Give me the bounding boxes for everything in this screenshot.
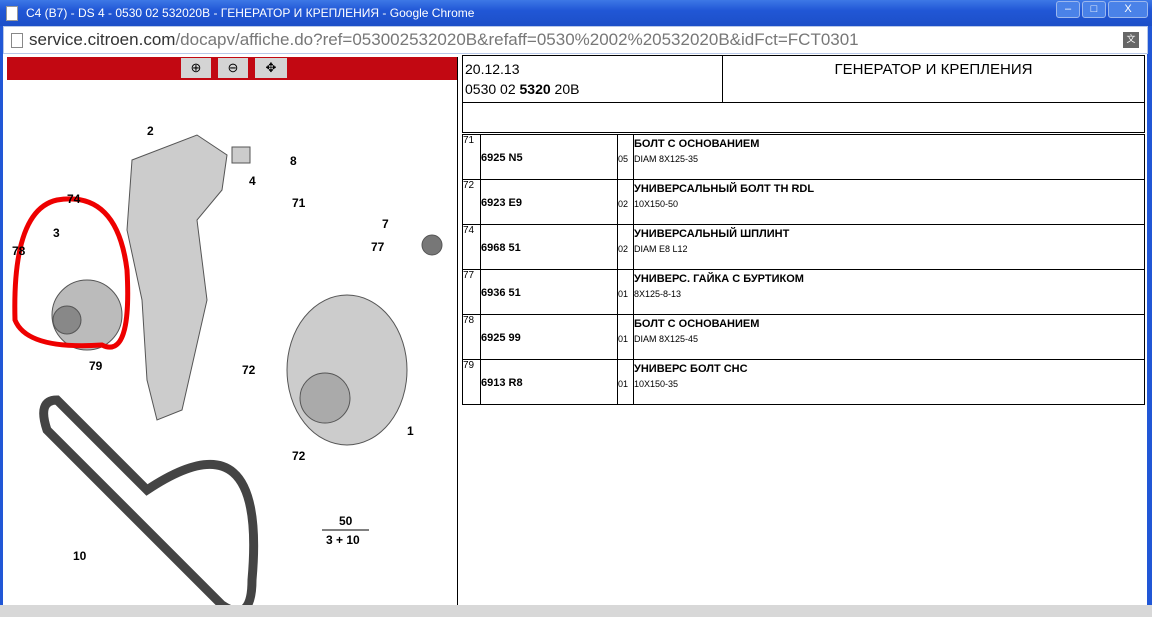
url-host: service.citroen.com — [29, 30, 176, 49]
callout-labels: 2 8 4 71 74 3 78 79 7 77 71 72 72 1 10 5… — [12, 124, 414, 563]
part-name: БОЛТ С ОСНОВАНИЕМ — [634, 318, 760, 330]
part-qty: 01 — [617, 314, 634, 360]
page-icon — [6, 5, 18, 21]
diagram-toolbar: ⊕ ⊖ ✥ — [7, 57, 457, 80]
parts-diagram: 2 8 4 71 74 3 78 79 7 77 71 72 72 1 10 5… — [12, 124, 443, 616]
part-qty: 02 — [617, 179, 634, 225]
table-row[interactable]: 74 6968 51 02 УНИВЕРСАЛЬНЫЙ ШПЛИНТ DIAM E… — [462, 224, 1145, 270]
callout: 8 — [290, 154, 297, 168]
part-spec: DIAM 8X125-45 — [634, 334, 699, 344]
callout: 71 — [292, 196, 306, 210]
cap — [421, 234, 443, 256]
callout: 10 — [73, 549, 87, 563]
part-description: БОЛТ С ОСНОВАНИЕМ DIAM 8X125-45 — [633, 314, 1145, 360]
part-description: УНИВЕРСАЛЬНЫЙ ШПЛИНТ DIAM E8 L12 — [633, 224, 1145, 270]
part-name: БОЛТ С ОСНОВАНИЕМ — [634, 138, 760, 150]
callout: 77 — [371, 240, 385, 254]
callout: 4 — [249, 174, 256, 188]
part-ref: 6913 R8 — [480, 359, 618, 405]
spacer — [231, 146, 251, 164]
red-circle-annotation — [12, 196, 131, 350]
part-number: 74 — [462, 224, 481, 270]
part-spec: 10X150-50 — [634, 199, 679, 209]
parts-panel: 20.12.13 0530 02 5320 20B ГЕНЕРАТОР И КР… — [462, 55, 1145, 405]
part-spec: 8X125-8-13 — [634, 289, 682, 299]
callout: 72 — [242, 363, 256, 377]
part-ref: 6925 99 — [480, 314, 618, 360]
bracket — [126, 134, 228, 421]
part-description: УНИВЕРС. ГАЙКА С БУРТИКОМ 8X125-8-13 — [633, 269, 1145, 315]
table-row[interactable]: 77 6936 51 01 УНИВЕРС. ГАЙКА С БУРТИКОМ 8… — [462, 269, 1145, 315]
zoom-in-button[interactable]: ⊕ — [181, 58, 211, 78]
header-table: 20.12.13 0530 02 5320 20B ГЕНЕРАТОР И КР… — [462, 55, 1145, 133]
part-description: БОЛТ С ОСНОВАНИЕМ DIAM 8X125-35 — [633, 134, 1145, 180]
callout: 72 — [292, 449, 306, 463]
part-description: УНИВЕРС БОЛТ CHC 10X150-35 — [633, 359, 1145, 405]
part-description: УНИВЕРСАЛЬНЫЙ БОЛТ TH RDL 10X150-50 — [633, 179, 1145, 225]
callout: 2 — [147, 124, 154, 138]
table-row[interactable]: 78 6925 99 01 БОЛТ С ОСНОВАНИЕМ DIAM 8X12… — [462, 314, 1145, 360]
maximize-button[interactable]: □ — [1082, 1, 1106, 18]
footnote-bottom: 3 + 10 — [326, 533, 360, 547]
page-icon — [11, 32, 23, 48]
part-spec: DIAM E8 L12 — [634, 244, 688, 254]
part-qty: 05 — [617, 134, 634, 180]
drive-belt — [39, 395, 259, 616]
table-row[interactable]: 72 6923 E9 02 УНИВЕРСАЛЬНЫЙ БОЛТ TH RDL 1… — [462, 179, 1145, 225]
translate-icon[interactable]: 文 — [1123, 32, 1139, 48]
part-ref: 6923 E9 — [480, 179, 618, 225]
part-number: 77 — [462, 269, 481, 315]
part-number: 71 — [462, 134, 481, 180]
part-number: 72 — [462, 179, 481, 225]
callout: 74 — [67, 192, 81, 206]
part-name: УНИВЕРС. ГАЙКА С БУРТИКОМ — [634, 273, 804, 285]
callout: 7 — [382, 217, 389, 231]
table-row[interactable]: 79 6913 R8 01 УНИВЕРС БОЛТ CHC 10X150-35 — [462, 359, 1145, 405]
part-name: УНИВЕРСАЛЬНЫЙ БОЛТ TH RDL — [634, 183, 815, 195]
pulley — [299, 372, 351, 424]
part-name: УНИВЕРС БОЛТ CHC — [634, 363, 748, 375]
section-title: ГЕНЕРАТОР И КРЕПЛЕНИЯ — [722, 55, 1145, 103]
part-ref: 6968 51 — [480, 224, 618, 270]
part-ref: 6925 N5 — [480, 134, 618, 180]
footnote-top: 50 — [339, 514, 353, 528]
part-number: 78 — [462, 314, 481, 360]
pan-button[interactable]: ✥ — [255, 58, 287, 78]
part-spec: DIAM 8X125-35 — [634, 154, 699, 164]
date: 20.12.13 — [465, 61, 520, 77]
diagram-panel: ⊕ ⊖ ✥ 2 8 4 71 74 3 78 — [7, 57, 458, 616]
tab-strip — [0, 605, 1152, 617]
url-path: /docapv/affiche.do?ref=053002532020B&ref… — [175, 30, 859, 49]
reference: 0530 02 5320 20B — [465, 81, 580, 97]
callout: 3 — [53, 226, 60, 240]
minimize-button[interactable]: – — [1056, 1, 1080, 18]
title-bar: C4 (B7) - DS 4 - 0530 02 532020B - ГЕНЕР… — [0, 0, 1152, 26]
window-title: C4 (B7) - DS 4 - 0530 02 532020B - ГЕНЕР… — [26, 6, 475, 20]
part-ref: 6936 51 — [480, 269, 618, 315]
close-button[interactable]: X — [1108, 1, 1148, 18]
part-spec: 10X150-35 — [634, 379, 679, 389]
part-name: УНИВЕРСАЛЬНЫЙ ШПЛИНТ — [634, 228, 790, 240]
callout: 78 — [12, 244, 26, 258]
parts-table: 71 6925 N5 05 БОЛТ С ОСНОВАНИЕМ DIAM 8X12… — [462, 134, 1145, 405]
content: ⊕ ⊖ ✥ 2 8 4 71 74 3 78 — [3, 54, 1147, 616]
part-qty: 01 — [617, 269, 634, 315]
part-number: 79 — [462, 359, 481, 405]
alternator — [286, 294, 408, 446]
table-row[interactable]: 71 6925 N5 05 БОЛТ С ОСНОВАНИЕМ DIAM 8X12… — [462, 134, 1145, 180]
zoom-out-button[interactable]: ⊖ — [218, 58, 248, 78]
part-qty: 02 — [617, 224, 634, 270]
address-bar[interactable]: service.citroen.com/docapv/affiche.do?re… — [3, 26, 1148, 54]
callout: 79 — [89, 359, 103, 373]
part-qty: 01 — [617, 359, 634, 405]
callout: 1 — [407, 424, 414, 438]
